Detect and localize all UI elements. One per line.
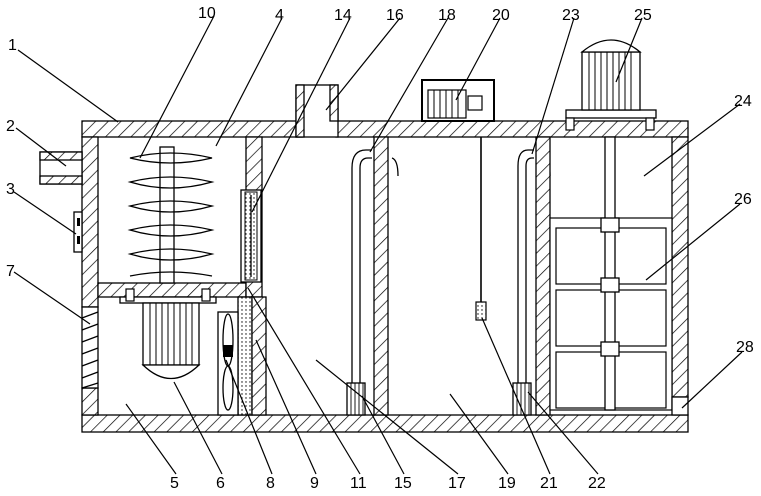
fan xyxy=(217,311,239,416)
suction-pipe-left xyxy=(346,149,399,416)
label-21: 21 xyxy=(540,475,558,492)
label-25: 25 xyxy=(634,7,652,24)
label-23: 23 xyxy=(562,7,580,24)
label-7: 7 xyxy=(6,263,15,280)
label-4: 4 xyxy=(275,7,284,24)
label-26: 26 xyxy=(734,191,752,208)
exhaust-duct xyxy=(295,84,339,138)
label-28: 28 xyxy=(736,339,754,356)
label-11: 11 xyxy=(350,475,367,492)
label-24: 24 xyxy=(734,93,752,110)
partition-wall-2 xyxy=(251,296,267,416)
label-17: 17 xyxy=(448,475,466,492)
label-3: 3 xyxy=(6,181,15,198)
label-6: 6 xyxy=(216,475,225,492)
partition-wall-3 xyxy=(373,136,389,416)
lift-cable xyxy=(475,137,487,321)
filter-layer xyxy=(237,296,253,416)
crusher-motor xyxy=(119,288,217,379)
label-14: 14 xyxy=(334,7,352,24)
chamber-floor xyxy=(97,282,247,298)
filter-screen xyxy=(240,189,262,283)
label-18: 18 xyxy=(438,7,456,24)
winch xyxy=(421,79,495,122)
control-switch xyxy=(73,211,83,253)
label-22: 22 xyxy=(588,475,606,492)
leader-lines xyxy=(13,15,743,475)
inlet-pipe xyxy=(39,151,83,185)
label-10: 10 xyxy=(198,5,216,22)
partition-wall-4 xyxy=(535,136,551,416)
label-5: 5 xyxy=(170,475,179,492)
label-19: 19 xyxy=(498,475,516,492)
stirring-paddles xyxy=(549,136,673,411)
housing-walls xyxy=(81,120,689,433)
crushing-spiral xyxy=(127,146,215,284)
label-20: 20 xyxy=(492,7,510,24)
label-2: 2 xyxy=(6,118,15,135)
drain-outlet xyxy=(671,396,689,416)
left-vents xyxy=(81,306,99,389)
label-1: 1 xyxy=(8,37,17,54)
stirring-motor xyxy=(565,39,657,131)
label-9: 9 xyxy=(310,475,319,492)
part-labels: 1 2 3 7 10 4 14 16 18 20 23 25 24 26 28 … xyxy=(6,5,754,492)
label-8: 8 xyxy=(266,475,275,492)
label-15: 15 xyxy=(394,475,412,492)
label-16: 16 xyxy=(386,7,404,24)
